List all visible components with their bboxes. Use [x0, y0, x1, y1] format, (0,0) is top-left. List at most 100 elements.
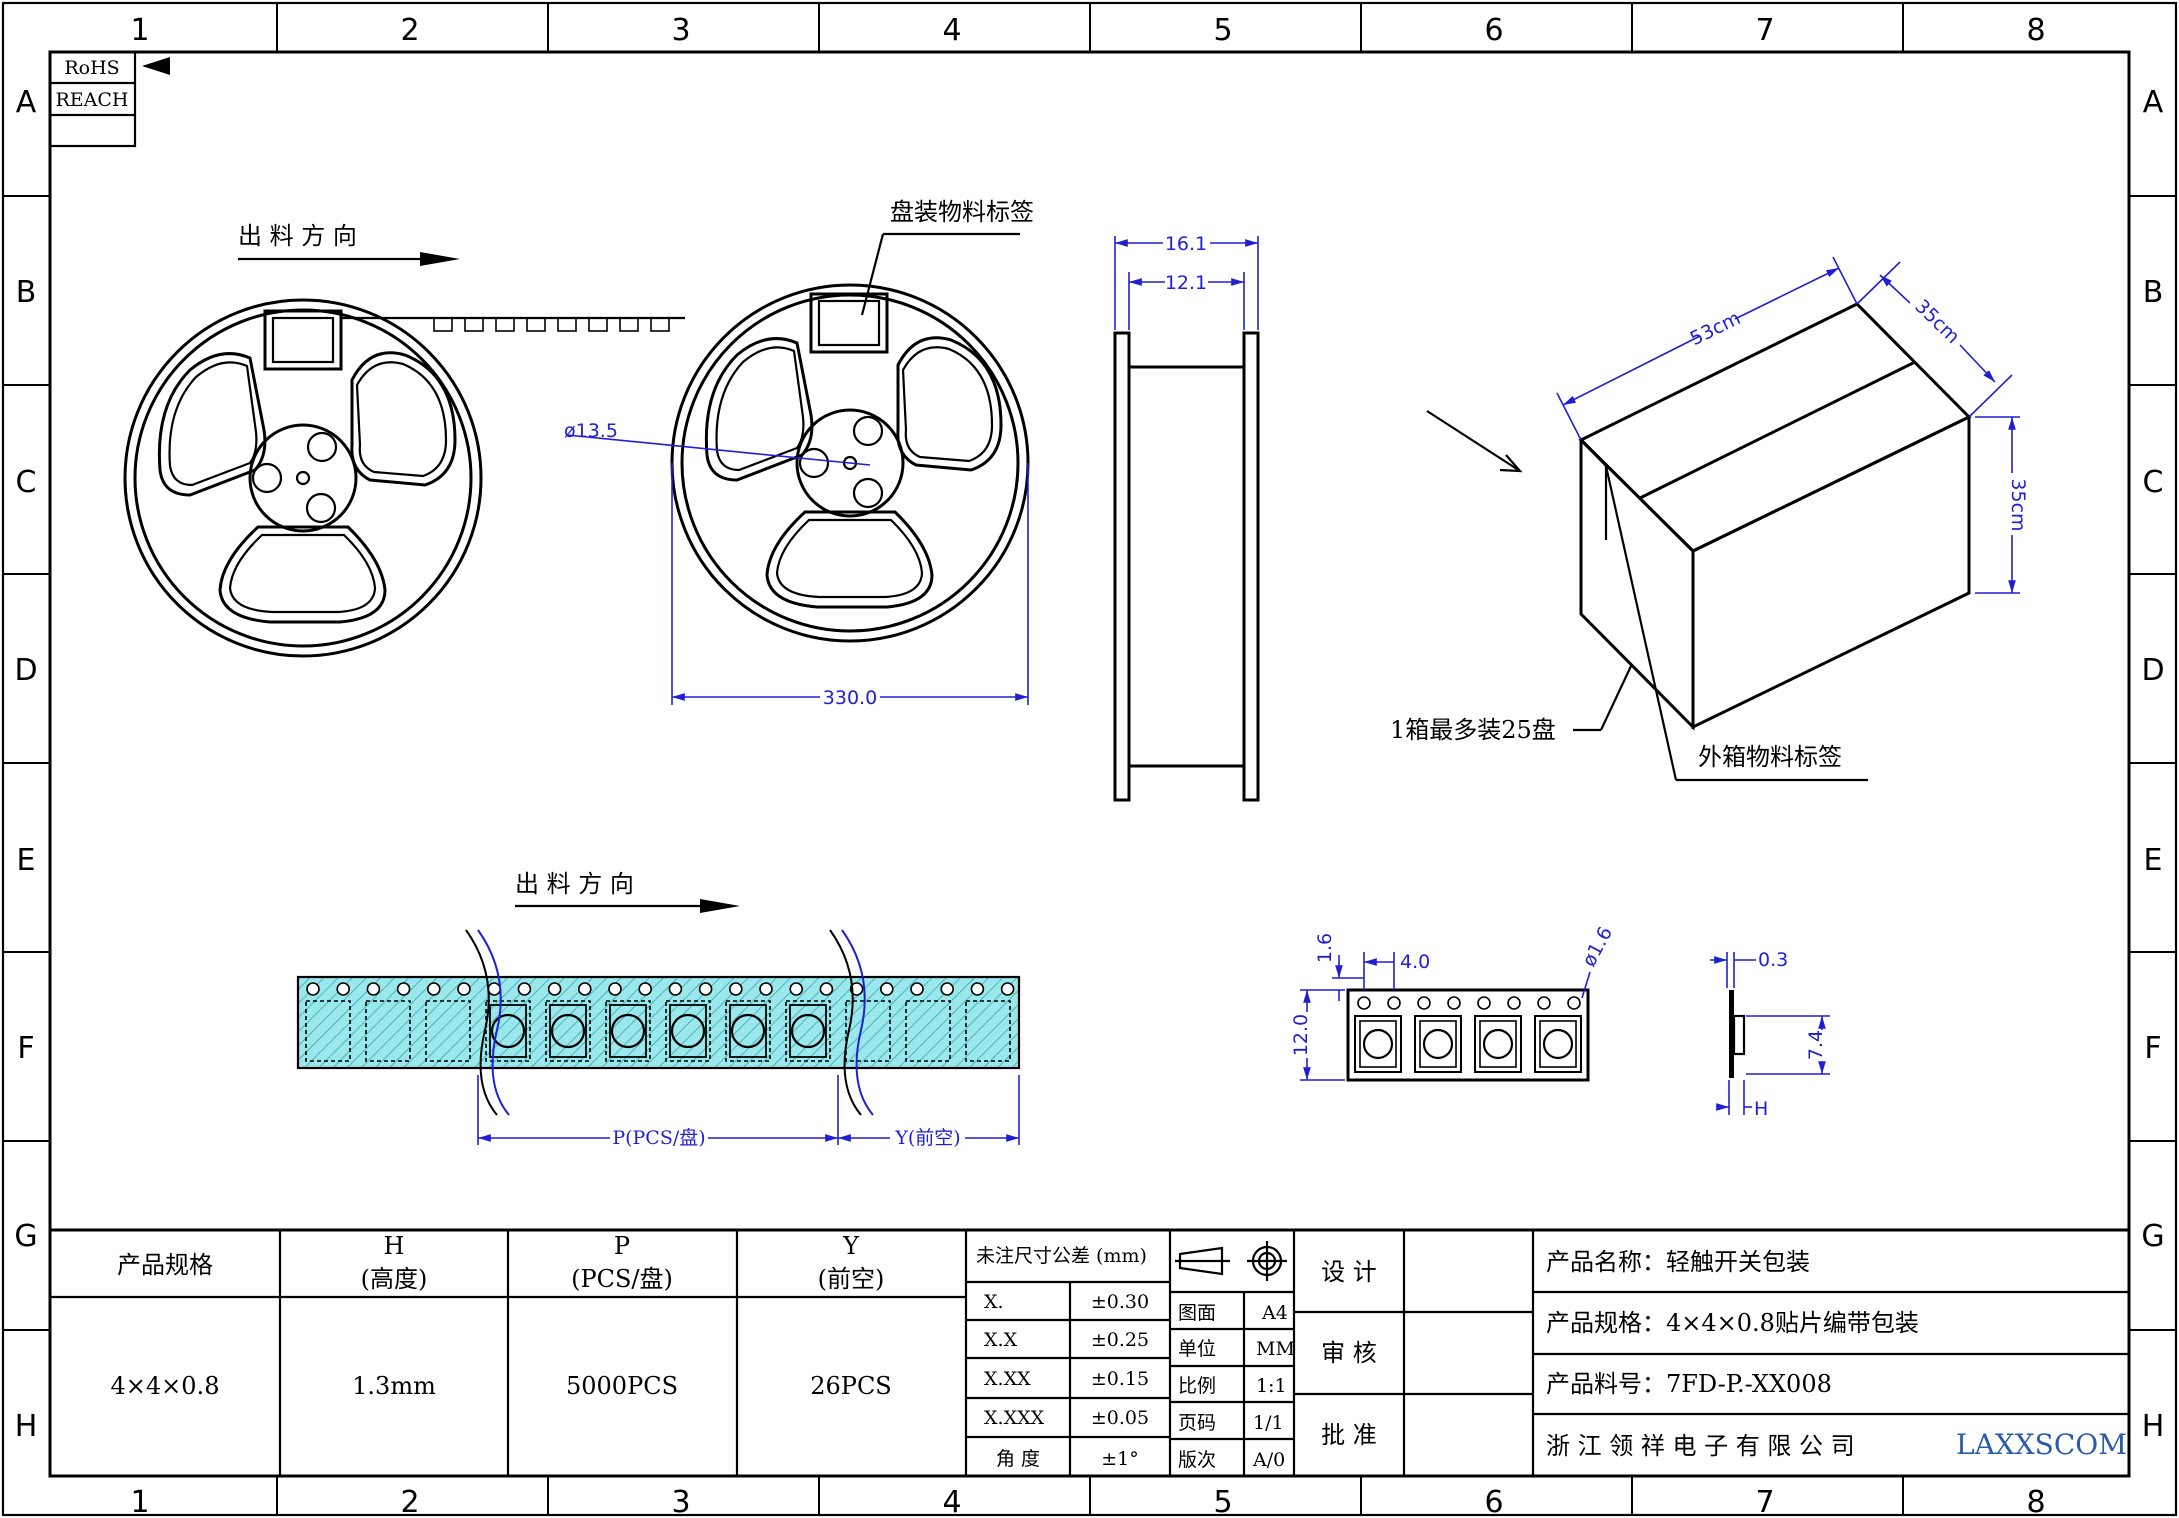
row-label-left-B: B [16, 275, 37, 310]
review-label: 审 核 [1321, 1339, 1377, 1367]
approve-label: 批 准 [1321, 1421, 1377, 1449]
product-info: 产品名称：轻触开关包装 产品规格：4×4×0.8贴片编带包装 产品料号：7FD-… [1533, 1248, 2129, 1461]
sprocket-pitch-dim: 4.0 [1400, 951, 1430, 973]
col-label-top-6: 6 [1484, 13, 1503, 48]
reel-label-callout: 盘装物料标签 [890, 198, 1034, 226]
hub-diameter-dim: ø13.5 [564, 420, 618, 442]
reel-diameter-dim: 330.0 [823, 687, 877, 709]
col-label-bottom-8: 8 [2026, 1485, 2045, 1518]
sprocket-hole-dim: ø1.6 [1578, 923, 1617, 970]
projection-cone-icon [1178, 1246, 1224, 1276]
sheet-key-3: 比例 [1178, 1375, 1216, 1397]
tolerance-key-5: 角 度 [996, 1448, 1040, 1470]
spec-value-y: 26PCS [810, 1372, 892, 1400]
row-label-left-G: G [14, 1219, 37, 1254]
tolerance-val-1: ±0.30 [1091, 1291, 1149, 1313]
height-h-dim: H [1754, 1098, 1768, 1120]
product-part-number: 产品料号：7FD-P.-XX008 [1546, 1370, 1832, 1398]
spec-header-h-sub: (高度) [361, 1265, 428, 1293]
col-label-top-2: 2 [400, 13, 419, 48]
sheet-val-1: A4 [1261, 1302, 1288, 1324]
tape-cross-section: 0.3 7.4 H [1710, 949, 1830, 1120]
tolerance-key-1: X. [984, 1291, 1004, 1313]
tolerance-val-5: ±1° [1101, 1448, 1139, 1470]
col-label-bottom-7: 7 [1755, 1485, 1774, 1518]
tape-width-dim: 12.0 [1290, 1014, 1312, 1056]
sheet-key-1: 图面 [1178, 1302, 1216, 1324]
shipping-carton: 53cm 35cm 35cm 1箱最多装25盘 外箱物料标签 [1390, 256, 2029, 782]
sheet-val-5: A/0 [1252, 1449, 1285, 1471]
feed-direction-label-bottom: 出 料 方 向 [515, 870, 634, 898]
spec-header-product: 产品规格 [117, 1251, 213, 1279]
pocket-depth-dim: 7.4 [1805, 1030, 1827, 1060]
feed-direction-arrow-icon [420, 252, 460, 266]
carton-length-dim: 53cm [1687, 307, 1744, 350]
tolerance-val-3: ±0.15 [1091, 1368, 1149, 1390]
col-label-top-7: 7 [1755, 13, 1774, 48]
tolerance-key-2: X.X [984, 1329, 1018, 1351]
spec-header-h: H [384, 1232, 405, 1260]
reach-label: REACH [55, 89, 128, 111]
row-label-left-D: D [14, 653, 37, 688]
col-label-bottom-3: 3 [671, 1485, 690, 1518]
carton-capacity-label: 1箱最多装25盘 [1390, 716, 1556, 744]
tolerance-key-3: X.XX [984, 1368, 1031, 1390]
spec-value-h: 1.3mm [352, 1372, 436, 1400]
tape-leader-dim: Y(前空) [894, 1127, 960, 1149]
col-label-top-5: 5 [1213, 13, 1232, 48]
col-label-bottom-4: 4 [942, 1485, 961, 1518]
sheet-key-5: 版次 [1178, 1449, 1216, 1471]
row-label-left-C: C [16, 465, 37, 500]
row-label-right-E: E [2144, 843, 2163, 878]
tolerance-table: 未注尺寸公差 (mm) X. ±0.30 X.X ±0.25 X.XX ±0.1… [966, 1230, 1172, 1476]
carton-width-dim: 35cm [1910, 295, 1964, 348]
spec-header-p-sub: (PCS/盘) [571, 1265, 673, 1293]
carton-height-dim: 35cm [2007, 478, 2029, 531]
spec-header-y: Y [842, 1232, 860, 1260]
col-label-bottom-1: 1 [130, 1485, 149, 1518]
carton-label-callout: 外箱物料标签 [1698, 743, 1842, 771]
compliance-box: RoHS REACH [48, 50, 170, 148]
spec-table: 产品规格 H (高度) P (PCS/盘) Y (前空) 4×4×0.8 1.3… [50, 1230, 968, 1476]
feed-direction-label-top: 出 料 方 向 [238, 222, 357, 250]
row-label-left-A: A [16, 85, 37, 120]
company-name: 浙 江 领 祥 电 子 有 限 公 司 [1546, 1432, 1855, 1460]
tolerance-val-4: ±0.05 [1091, 1407, 1149, 1429]
col-label-bottom-5: 5 [1213, 1485, 1232, 1518]
sheet-val-3: 1:1 [1256, 1375, 1287, 1397]
row-label-right-C: C [2143, 465, 2164, 500]
tolerance-val-2: ±0.25 [1091, 1329, 1149, 1351]
row-label-left-F: F [17, 1031, 34, 1066]
reel-width-inner-dim: 12.1 [1165, 272, 1207, 294]
tolerance-key-4: X.XXX [984, 1407, 1045, 1429]
row-label-right-G: G [2141, 1219, 2164, 1254]
col-label-top-3: 3 [671, 13, 690, 48]
grid-column-labels: 1 2 3 4 5 6 7 8 1 2 3 4 5 6 7 8 [130, 13, 2045, 1518]
row-label-right-B: B [2143, 275, 2164, 310]
tolerance-title: 未注尺寸公差 (mm) [976, 1245, 1147, 1267]
spec-header-p: P [614, 1232, 630, 1260]
col-label-bottom-6: 6 [1484, 1485, 1503, 1518]
product-name: 产品名称：轻触开关包装 [1546, 1248, 1810, 1276]
sheet-key-4: 页码 [1178, 1412, 1216, 1434]
title-block: 产品规格 H (高度) P (PCS/盘) Y (前空) 4×4×0.8 1.3… [50, 1228, 2129, 1476]
row-label-right-A: A [2143, 85, 2164, 120]
grid-row-labels: A B C D E F G H A B C D E F G H [14, 85, 2164, 1444]
sheet-info-table: 图面 A4 单位 MM 比例 1:1 页码 1/1 版次 A/0 [1170, 1230, 1296, 1476]
compliance-pointer-icon [142, 57, 170, 75]
spec-header-y-sub: (前空) [818, 1265, 885, 1293]
row-label-right-F: F [2144, 1031, 2161, 1066]
row-label-left-E: E [17, 843, 36, 878]
row-label-right-D: D [2141, 653, 2164, 688]
rohs-label: RoHS [64, 57, 119, 79]
spec-value-product: 4×4×0.8 [111, 1372, 220, 1400]
approval-block: 设 计 审 核 批 准 [1294, 1230, 1535, 1476]
row-label-left-H: H [15, 1409, 38, 1444]
cover-thickness-dim: 0.3 [1758, 949, 1788, 971]
sheet-val-4: 1/1 [1253, 1412, 1284, 1434]
col-label-bottom-2: 2 [400, 1485, 419, 1518]
reel-front-view-left: 出 料 方 向 [123, 222, 685, 658]
design-label: 设 计 [1321, 1258, 1377, 1286]
row-label-right-H: H [2142, 1409, 2165, 1444]
